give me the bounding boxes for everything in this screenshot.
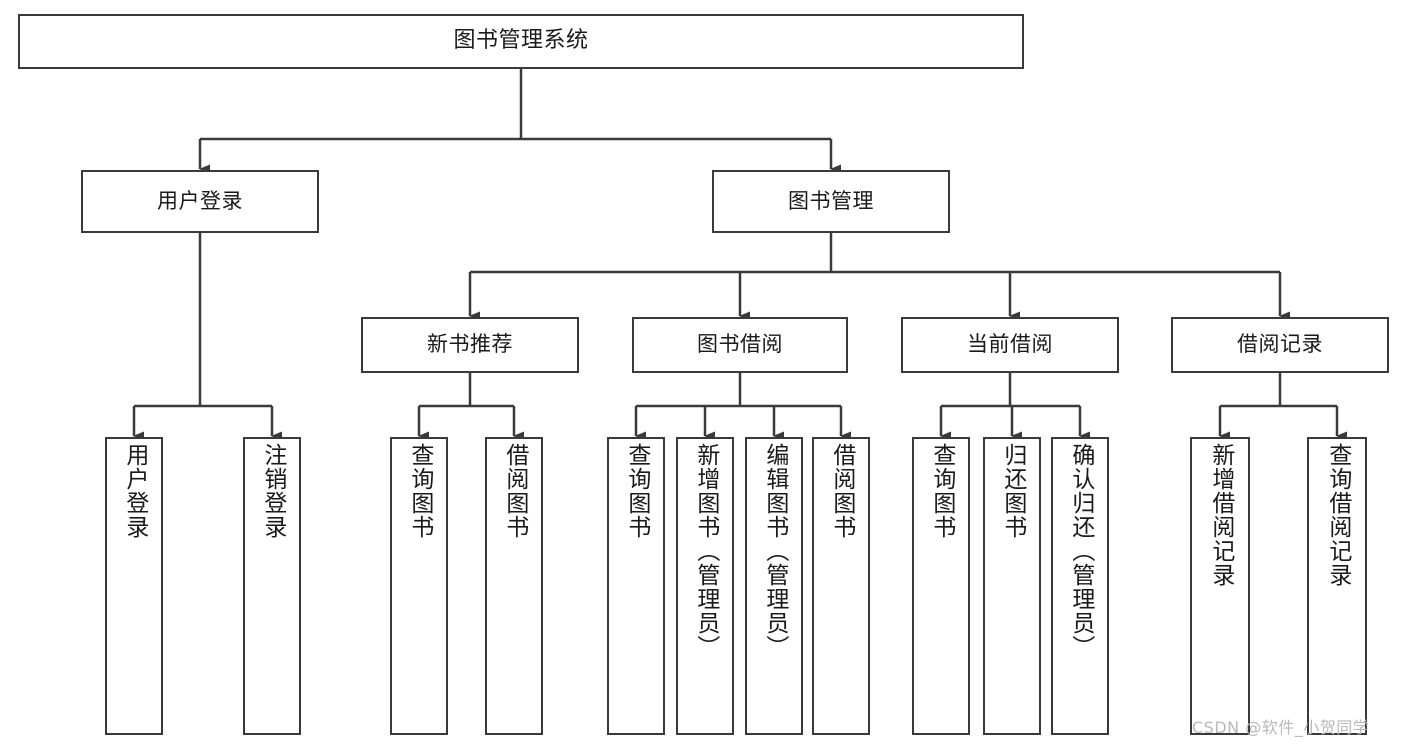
node-newbook[interactable]: 新书推荐 bbox=[361, 317, 579, 373]
node-label: 当前借阅 bbox=[967, 332, 1053, 357]
node-label: 图书管理 bbox=[788, 188, 874, 213]
node-label: 用户登录 bbox=[157, 188, 243, 213]
node-leaf-cur-2[interactable]: 归还图书 bbox=[983, 437, 1041, 735]
node-label: 图书管理系统 bbox=[453, 28, 589, 54]
node-leaf-borrow-1[interactable]: 查询图书 bbox=[607, 437, 665, 735]
node-label: 新书推荐 bbox=[427, 332, 513, 357]
node-root[interactable]: 图书管理系统 bbox=[18, 14, 1024, 69]
node-bookmgmt[interactable]: 图书管理 bbox=[712, 170, 950, 233]
edge-group bbox=[132, 69, 1347, 441]
node-label: 注销登录 bbox=[259, 443, 286, 539]
node-leaf-borrow-4[interactable]: 借阅图书 bbox=[812, 437, 870, 735]
node-label: 查询图书 bbox=[623, 443, 650, 539]
node-records[interactable]: 借阅记录 bbox=[1171, 317, 1389, 373]
node-current[interactable]: 当前借阅 bbox=[901, 317, 1119, 373]
node-leaf-rec-2[interactable]: 查询借阅记录 bbox=[1307, 437, 1367, 735]
node-leaf-login-2[interactable]: 注销登录 bbox=[243, 437, 301, 735]
node-leaf-cur-1[interactable]: 查询图书 bbox=[912, 437, 970, 735]
node-label: 借阅记录 bbox=[1237, 332, 1323, 357]
node-label: 归还图书 bbox=[999, 443, 1026, 539]
node-leaf-rec-1[interactable]: 新增借阅记录 bbox=[1190, 437, 1250, 735]
node-borrow[interactable]: 图书借阅 bbox=[632, 317, 848, 373]
node-label: 用户登录 bbox=[121, 443, 148, 539]
node-label: 新增图书（管理员） bbox=[692, 443, 719, 659]
node-label: 查询图书 bbox=[928, 443, 955, 539]
node-leaf-cur-3[interactable]: 确认归还（管理员） bbox=[1051, 437, 1109, 735]
watermark-text: CSDN @软件_小贺同学 bbox=[1192, 718, 1370, 737]
node-label: 编辑图书（管理员） bbox=[761, 443, 788, 659]
node-label: 确认归还（管理员） bbox=[1067, 443, 1094, 659]
node-label: 图书借阅 bbox=[697, 332, 783, 357]
node-leaf-borrow-2[interactable]: 新增图书（管理员） bbox=[676, 437, 734, 735]
node-login[interactable]: 用户登录 bbox=[81, 170, 319, 233]
node-label: 查询借阅记录 bbox=[1324, 443, 1351, 587]
node-label: 借阅图书 bbox=[828, 443, 855, 539]
node-leaf-new-2[interactable]: 借阅图书 bbox=[485, 437, 543, 735]
node-label: 查询图书 bbox=[406, 443, 433, 539]
node-label: 借阅图书 bbox=[501, 443, 528, 539]
node-label: 新增借阅记录 bbox=[1207, 443, 1234, 587]
node-leaf-new-1[interactable]: 查询图书 bbox=[390, 437, 448, 735]
node-leaf-login-1[interactable]: 用户登录 bbox=[105, 437, 163, 735]
node-leaf-borrow-3[interactable]: 编辑图书（管理员） bbox=[745, 437, 803, 735]
